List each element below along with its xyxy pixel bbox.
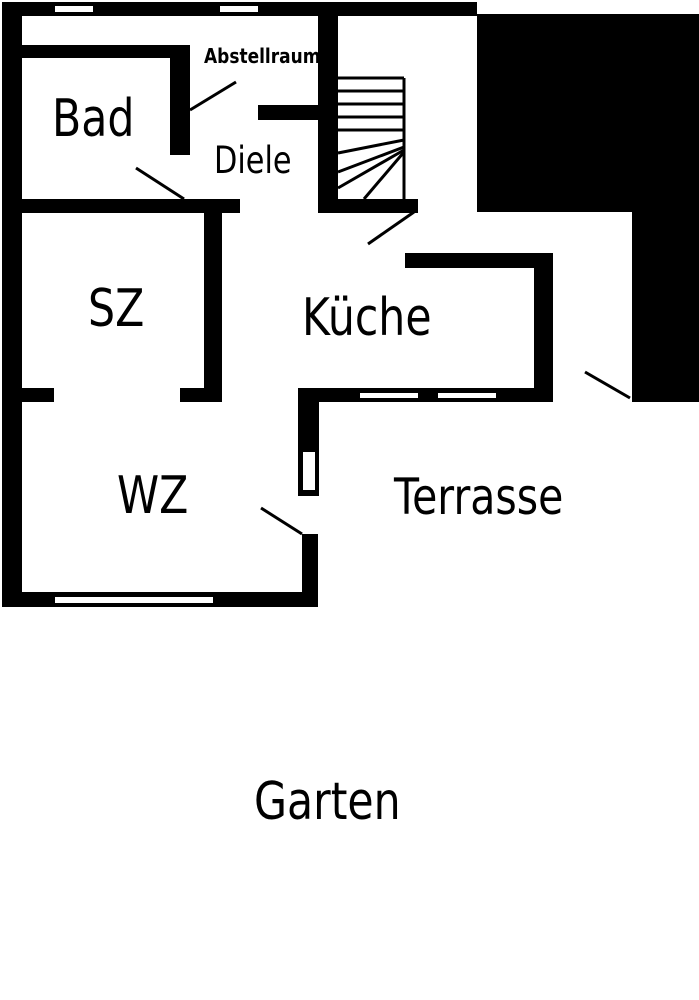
staircase xyxy=(337,76,406,200)
room-label-diele: Diele xyxy=(214,139,292,182)
wall-wz-right-lower xyxy=(302,534,318,607)
wall-stair-left xyxy=(318,14,338,213)
room-label-abstellraum: Abstellraum xyxy=(204,44,321,68)
wall-kueche-top xyxy=(405,253,553,268)
door-entrance xyxy=(584,370,631,400)
wall-sz-bottom-left xyxy=(22,388,54,402)
door-stair xyxy=(367,210,415,246)
neighbour-building xyxy=(477,14,699,402)
door-abstellraum xyxy=(189,80,237,112)
room-label-bad: Bad xyxy=(52,89,135,149)
window-top-left xyxy=(55,6,93,12)
wall-sz-bottom-right xyxy=(180,388,222,402)
window-wz-bottom xyxy=(55,597,213,603)
wall-kueche-bottom xyxy=(298,388,553,402)
area-label-terrasse: Terrasse xyxy=(394,468,564,526)
room-label-sz: SZ xyxy=(88,279,145,339)
door-wz-terrasse xyxy=(260,506,303,536)
room-label-wz: WZ xyxy=(117,466,189,526)
window-wz-right xyxy=(303,452,315,490)
window-top-right xyxy=(220,6,258,12)
wall-diele-stub xyxy=(258,105,320,120)
wall-kueche-right xyxy=(534,253,553,402)
wall-sz-right xyxy=(204,199,222,402)
area-label-garten: Garten xyxy=(254,772,401,832)
window-kueche-2 xyxy=(438,393,496,398)
window-kueche-1 xyxy=(360,393,418,398)
wall-bad-bottom xyxy=(22,199,240,213)
wall-stair-bottom xyxy=(318,199,418,213)
wall-bad-top xyxy=(22,45,190,58)
wall-bad-right xyxy=(170,45,190,155)
door-bad xyxy=(135,166,185,201)
room-label-kueche: Küche xyxy=(302,288,432,348)
wall-left xyxy=(2,2,22,607)
